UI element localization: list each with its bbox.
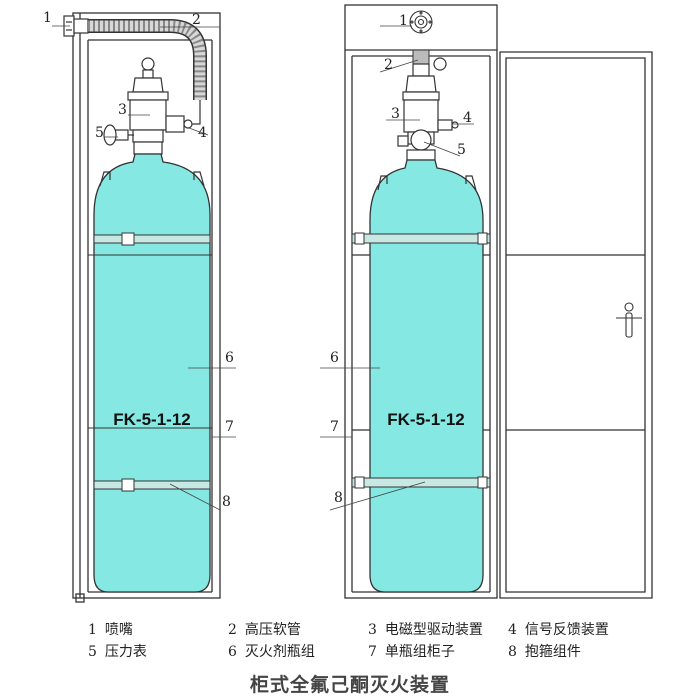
legend-text: 抱箍组件 xyxy=(524,644,581,660)
right-callout-7: 7 xyxy=(330,419,339,435)
right-bottle-label: FK-5-1-12 xyxy=(387,410,464,429)
left-callout-6: 6 xyxy=(225,350,234,366)
legend-num: 2 xyxy=(228,622,237,638)
legend-item: 2 高压软管 xyxy=(228,619,368,639)
left-callout-2: 2 xyxy=(192,12,201,28)
right-callout-2: 2 xyxy=(384,57,393,73)
legend-num: 5 xyxy=(88,644,97,660)
left-bottle xyxy=(88,153,212,593)
legend-text: 信号反馈装置 xyxy=(524,622,609,638)
left-valve xyxy=(103,57,201,155)
legend-num: 8 xyxy=(508,644,517,660)
right-callout-5: 5 xyxy=(457,142,466,158)
door-handle-icon xyxy=(616,302,642,338)
right-callout-8: 8 xyxy=(334,490,343,506)
legend-item: 1 喷嘴 xyxy=(88,619,228,639)
legend-item: 4 信号反馈装置 xyxy=(508,619,648,639)
legend-item: 6 灭火剂瓶组 xyxy=(228,641,368,661)
right-callout-6: 6 xyxy=(330,350,339,366)
legend-row: 1 喷嘴 2 高压软管 3 电磁型驱动装置 4 信号反馈装置 xyxy=(88,618,648,640)
legend-item: 8 抱箍组件 xyxy=(508,641,648,661)
left-bottle-label: FK-5-1-12 xyxy=(113,410,190,429)
legend-num: 7 xyxy=(368,644,377,660)
right-callout-3: 3 xyxy=(391,106,400,122)
legend-text: 灭火剂瓶组 xyxy=(244,644,315,660)
right-hose xyxy=(412,49,430,65)
legend-num: 3 xyxy=(368,622,377,638)
left-callout-lines xyxy=(52,25,236,511)
right-callout-1: 1 xyxy=(399,13,408,29)
legend-num: 1 xyxy=(88,622,97,638)
legend: 1 喷嘴 2 高压软管 3 电磁型驱动装置 4 信号反馈装置 5 压力表 6 灭火剂瓶组 7… xyxy=(88,618,648,662)
legend-text: 电磁型驱动装置 xyxy=(384,622,483,638)
right-bottle xyxy=(351,159,491,593)
legend-text: 单瓶组柜子 xyxy=(384,644,455,660)
left-callout-8: 8 xyxy=(222,494,231,510)
left-callout-7: 7 xyxy=(225,419,234,435)
legend-item: 7 单瓶组柜子 xyxy=(368,641,508,661)
diagram-caption: 柜式全氟己酮灭火装置 xyxy=(249,674,450,696)
legend-text: 高压软管 xyxy=(244,622,301,638)
legend-text: 压力表 xyxy=(104,644,147,660)
right-cabinet-door xyxy=(499,51,653,599)
right-nozzle xyxy=(409,10,433,34)
legend-item: 3 电磁型驱动装置 xyxy=(368,619,508,639)
legend-text: 喷嘴 xyxy=(104,622,133,638)
left-hose xyxy=(88,19,207,100)
left-callout-1: 1 xyxy=(43,10,52,26)
left-callout-3: 3 xyxy=(118,102,127,118)
right-callout-lines xyxy=(320,25,474,511)
legend-num: 6 xyxy=(228,644,237,660)
legend-num: 4 xyxy=(508,622,517,638)
left-callout-4: 4 xyxy=(198,125,207,141)
legend-item: 5 压力表 xyxy=(88,641,228,661)
right-callout-4: 4 xyxy=(463,110,472,126)
legend-row: 5 压力表 6 灭火剂瓶组 7 单瓶组柜子 8 抱箍组件 xyxy=(88,640,648,662)
right-valve xyxy=(397,57,459,161)
left-callout-5: 5 xyxy=(95,125,104,141)
